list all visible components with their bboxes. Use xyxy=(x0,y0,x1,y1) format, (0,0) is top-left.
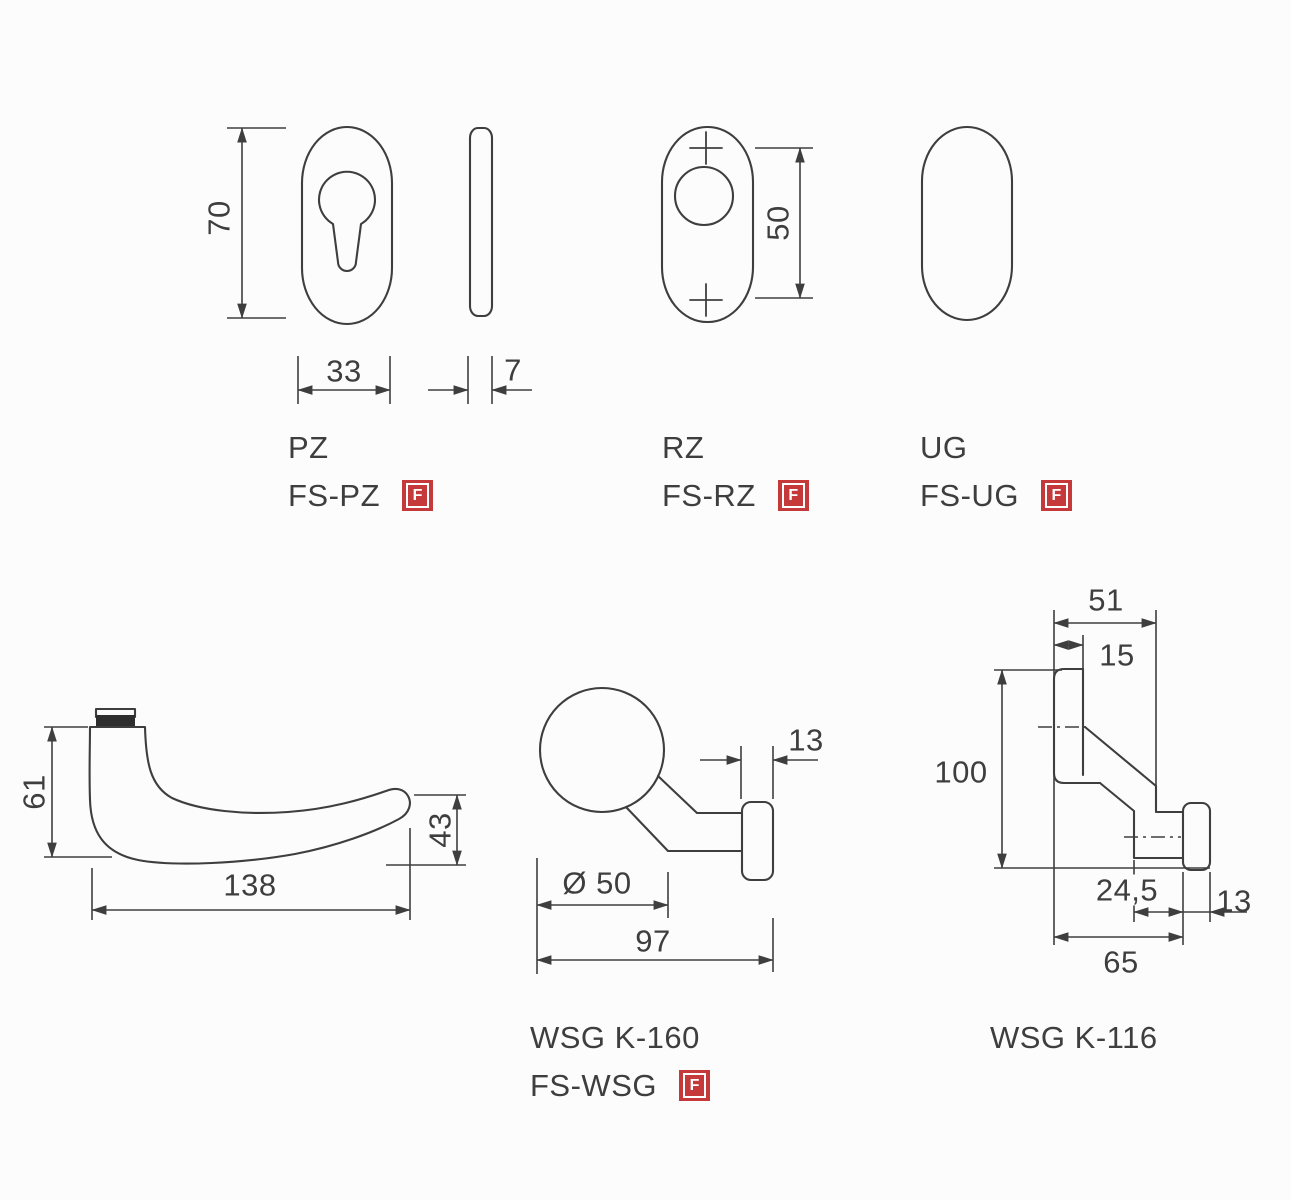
knob-stem-bottom xyxy=(624,805,744,853)
dim-pz-width: 33 xyxy=(326,353,362,389)
label-ug: UG FS-UG F xyxy=(920,432,1072,511)
hook-plate-outline xyxy=(1052,667,1102,785)
fire-rating-letter: F xyxy=(1044,483,1068,508)
dim-plate-thickness: 7 xyxy=(504,352,522,388)
label-rz: RZ FS-RZ F xyxy=(662,432,809,511)
lever-handle-outline xyxy=(88,725,411,865)
rz-cylinder-hole xyxy=(673,165,735,227)
dim-lever-tip-height: 43 xyxy=(422,812,458,848)
knob-flange xyxy=(740,800,775,882)
rz-screw-crosses xyxy=(689,131,723,317)
fire-rating-letter: F xyxy=(781,483,805,508)
knob-ball xyxy=(538,686,666,814)
label-pz: PZ FS-PZ F xyxy=(288,430,434,513)
knob-stem-top xyxy=(656,774,744,815)
dim-lever-length: 138 xyxy=(223,867,277,903)
variant-name-pz: PZ xyxy=(288,430,329,465)
dim-knob-flange-thickness: 13 xyxy=(788,722,824,758)
label-wsg-k160: WSG K-160 FS-WSG F xyxy=(530,1022,710,1101)
fire-rating-letter: F xyxy=(406,483,430,508)
hook-flange xyxy=(1181,801,1212,872)
variant-name-rz: RZ xyxy=(662,430,705,465)
fire-rating-badge: F xyxy=(1040,480,1072,511)
ug-escutcheon-outline xyxy=(920,125,1014,322)
lever-bearing-cap xyxy=(96,715,135,728)
fire-rating-letter: F xyxy=(683,1073,706,1098)
rz-escutcheon-outline xyxy=(660,125,755,324)
fs-variant-name-rz: FS-RZ xyxy=(662,478,756,513)
dim-hook-foot-offset: 24,5 xyxy=(1092,874,1162,906)
variant-name-ug: UG xyxy=(920,430,968,465)
fire-rating-badge: F xyxy=(402,480,434,511)
escutcheon-side-view xyxy=(468,126,494,318)
fs-variant-name-pz: FS-PZ xyxy=(288,478,381,513)
dim-knob-projection: 97 xyxy=(635,923,671,959)
dim-hook-top-width: 51 xyxy=(1088,582,1124,618)
dimension-lines xyxy=(44,127,1247,974)
dim-rz-hole-spacing: 50 xyxy=(760,205,796,241)
dim-lever-height: 61 xyxy=(16,774,52,810)
fs-variant-name-wsg: FS-WSG xyxy=(530,1068,657,1103)
dim-hook-height: 100 xyxy=(934,754,988,790)
dim-pz-height: 70 xyxy=(201,200,237,236)
hook-grip-bottom xyxy=(1098,781,1185,860)
dim-knob-diameter: Ø 50 xyxy=(562,865,632,901)
fire-rating-badge: F xyxy=(777,480,809,511)
fire-rating-badge: F xyxy=(679,1070,710,1101)
product-name-k160: WSG K-160 xyxy=(530,1020,700,1055)
hook-grip-top xyxy=(1083,725,1185,814)
dim-hook-base-width: 65 xyxy=(1103,944,1139,980)
pz-escutcheon-outline xyxy=(300,125,394,326)
label-wsg-k116: WSG K-116 xyxy=(990,1022,1158,1053)
pz-keyhole xyxy=(317,170,377,273)
dim-hook-plate-depth: 15 xyxy=(1099,637,1135,673)
fs-variant-name-ug: FS-UG xyxy=(920,478,1019,513)
product-name-k116: WSG K-116 xyxy=(990,1020,1158,1055)
dim-hook-flange-thickness: 13 xyxy=(1216,883,1252,919)
